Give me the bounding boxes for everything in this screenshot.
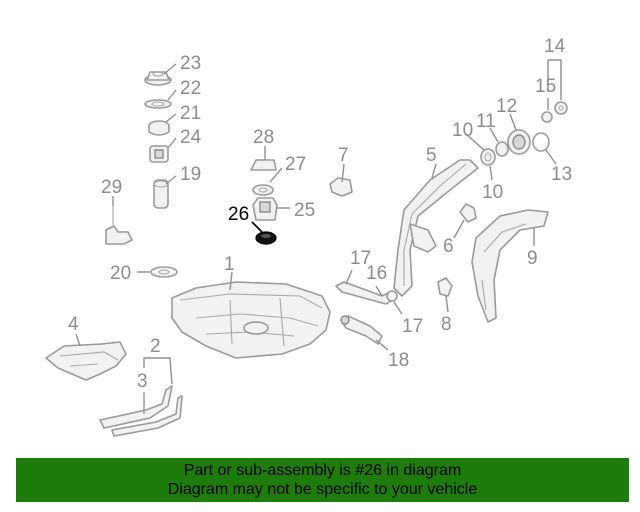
callout-22: 22 [180,78,201,99]
part-25-filter-assembly [252,197,278,221]
banner-line-1: Part or sub-assembly is #26 in diagram [183,462,462,479]
callout-6: 6 [443,236,454,257]
callout-28: 28 [253,127,274,148]
callout-10-upper: 10 [452,120,473,141]
callout-19: 19 [180,164,201,185]
callout-2: 2 [150,336,161,357]
part-27-ring [252,184,274,196]
callout-4: 4 [68,314,79,335]
part-29-sender-gauge [105,205,133,245]
part-6-bracket [459,203,477,223]
callout-18: 18 [388,350,409,371]
banner-line-2: Diagram may not be specific to your vehi… [167,481,478,498]
part-1-fuel-tank [171,281,331,359]
part-23-pump-cover [144,71,172,86]
part-24-pump-bracket [149,145,169,163]
callout-21: 21 [180,103,201,124]
part-2-3-tank-straps [99,385,183,437]
part-21-retainer-ring [148,120,170,136]
callout-24: 24 [180,127,202,148]
callout-13: 13 [551,164,572,185]
callout-16: 16 [366,263,387,284]
part-22-gasket [144,99,172,109]
callout-labels: 23 22 21 24 19 29 28 27 26 25 20 1 4 2 3… [68,36,572,392]
callout-9: 9 [527,248,538,269]
part-19-fuel-pump [153,179,169,209]
exploded-parts-diagram: 23 22 21 24 19 29 28 27 26 25 20 1 4 2 3… [45,36,572,437]
part-26-highlighted-seal [255,231,277,245]
part-18-vent-hose [340,315,383,345]
callout-27: 27 [285,154,306,175]
part-5-filler-pipe [393,159,479,297]
callout-12: 12 [496,96,517,117]
part-9-protector [471,209,549,323]
callout-15: 15 [535,76,556,97]
part-4-heat-shield [45,341,127,381]
part-20-washer [150,266,178,278]
leader-lines [75,59,562,414]
callout-11: 11 [476,111,496,132]
part-17-clamp [386,290,398,302]
callout-10-lower: 10 [482,182,503,203]
callout-5: 5 [426,145,437,166]
callout-26-highlighted: 26 [228,204,249,225]
part-11-gasket [495,141,509,157]
part-12-filler-cap [507,129,531,155]
callout-29: 29 [101,177,122,198]
part-15-small-clip [541,111,553,123]
part-10-clamp [480,148,496,166]
callout-3: 3 [137,371,148,392]
part-28-clip [250,159,277,171]
callout-7: 7 [338,145,349,166]
callout-20: 20 [110,263,131,284]
callout-17-upper: 17 [350,248,371,269]
part-7-clip [329,177,353,197]
callout-23: 23 [180,53,201,74]
callout-8: 8 [441,314,452,335]
callout-25: 25 [294,200,315,221]
callout-17-lower: 17 [402,316,423,337]
part-13-o-ring [532,132,550,152]
callout-14: 14 [544,36,566,57]
info-banner: Part or sub-assembly is #26 in diagram D… [16,458,629,502]
part-16-hose [335,281,397,305]
part-14-fitting [554,101,568,115]
part-8-clip [437,277,453,297]
callout-1: 1 [224,254,235,275]
